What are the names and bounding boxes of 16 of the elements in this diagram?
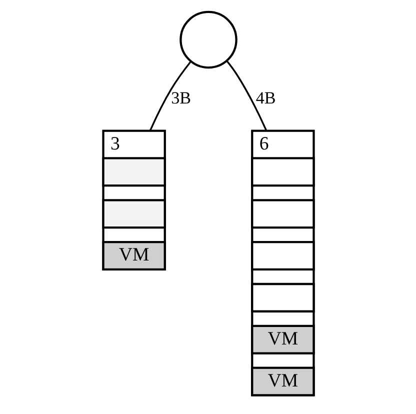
edge-label: 3B <box>170 88 191 108</box>
node-box: VM <box>102 241 166 271</box>
node-circle <box>179 10 237 69</box>
connector <box>148 60 192 132</box>
node-box: VM <box>250 324 314 354</box>
node-box <box>102 157 166 187</box>
edge-label: 4B <box>255 88 276 108</box>
node-box <box>102 199 166 229</box>
node-label: 3 <box>110 133 120 154</box>
node-box <box>250 241 314 271</box>
connector <box>226 60 267 132</box>
node-box <box>250 282 314 312</box>
node-label: 6 <box>258 133 268 154</box>
node-box <box>250 157 314 187</box>
node-box <box>250 199 314 229</box>
node-box: VM <box>250 366 314 396</box>
